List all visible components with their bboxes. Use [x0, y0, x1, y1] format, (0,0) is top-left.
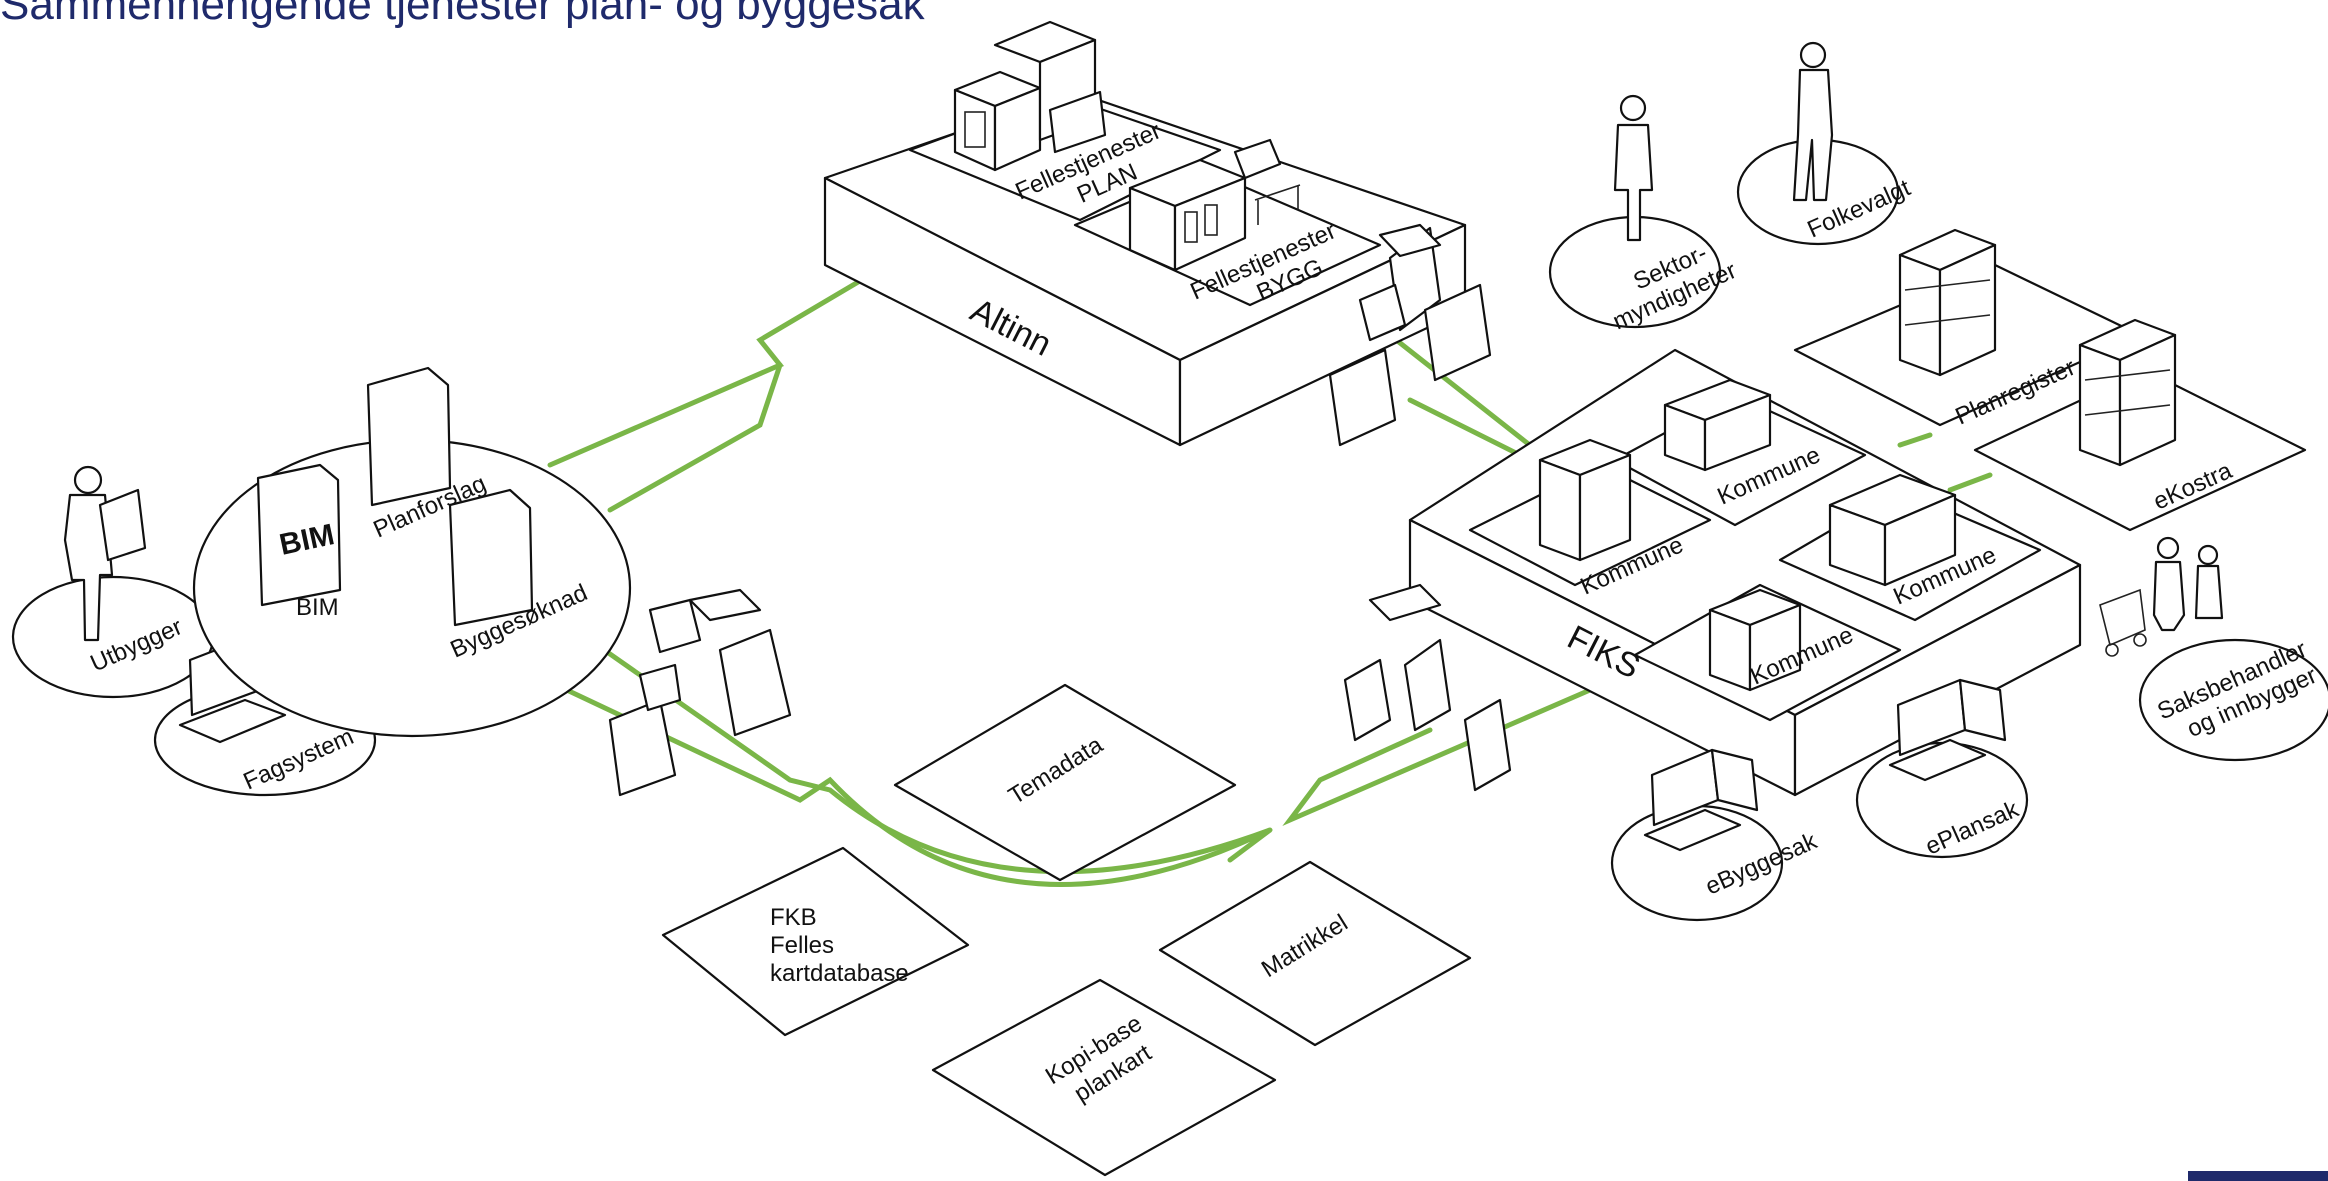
document-icon-planforslag [366, 366, 452, 507]
document-icon-byggesoknad [448, 488, 534, 627]
flow-arrow-planregister [1897, 432, 1933, 448]
stack-icon [2078, 318, 2177, 467]
flow-arrow-utbygger-altinn [547, 272, 873, 468]
flow-arrow-ekostra [1947, 472, 1993, 493]
footer-brand-bar [2188, 1171, 2328, 1181]
label-line: FKB [770, 904, 817, 931]
matrikkel-tile: Matrikkel [1158, 860, 1472, 1047]
building-icon [953, 20, 1107, 172]
flow-arrow-fiks-bottom [1282, 687, 1593, 827]
label-bim: BIM [296, 594, 339, 621]
building-icon [1128, 138, 1301, 272]
flow-arrow-bottom-return-inner [587, 637, 1273, 875]
folder-icons-altinn [1328, 223, 1492, 447]
flow-arrow-utbygger-altinn-inner [607, 362, 783, 513]
person-icon [63, 465, 147, 642]
stack-icon [1898, 228, 1997, 377]
folkevalgt-group: Folkevalgt [1736, 41, 1915, 246]
label-line: Felles [770, 932, 834, 959]
sektormyndigheter-group: Sektor- myndigheter [1548, 94, 1741, 335]
flow-arrow-bottom-return [532, 672, 1272, 887]
label-fkb: FKB Felles kartdatabase [770, 904, 909, 987]
building-icon [1538, 378, 1957, 692]
document-icon-bim: BIM [256, 463, 342, 607]
person-icon [1613, 94, 1654, 242]
fkb-tile: FKB Felles kartdatabase [661, 846, 970, 1037]
folder-icons-fiks [1343, 583, 1512, 792]
documents-group: BIM BIM Planforslag Byggesøknad [192, 366, 632, 738]
temadata-tile: Temadata [893, 683, 1237, 882]
page-title: Sammenhengende tjenester plan- og bygges… [0, 0, 925, 29]
eplansak-group: ePlansak [1855, 678, 2029, 860]
computer-icon [1888, 678, 2007, 782]
person-icon [1792, 41, 1834, 202]
fiks-platform: Kommune Kommune Kommune Kommune FIKS [1408, 348, 2082, 797]
family-icon [2099, 536, 2224, 657]
utbygger-group: Utbygger [11, 465, 215, 699]
computer-icon [1643, 748, 1759, 852]
folder-icons-left [608, 588, 792, 797]
kopibase-tile: Kopi-base plankart [931, 978, 1277, 1177]
flow-arrows [532, 272, 1993, 887]
ekostra-tile: eKostra [1973, 318, 2307, 532]
saksbehandler-group: Saksbehandler og innbygger [2099, 536, 2328, 762]
label-line: kartdatabase [770, 960, 909, 987]
